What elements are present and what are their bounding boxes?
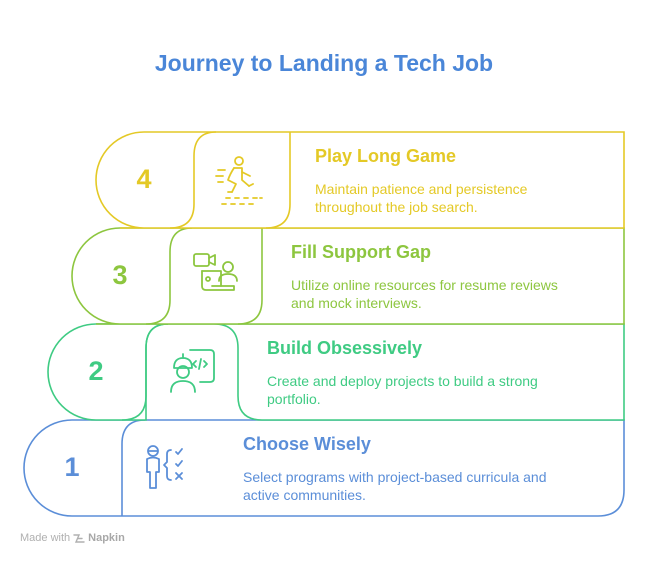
step-1-description-line-2: active communities.	[243, 487, 366, 503]
diagram-title: Journey to Landing a Tech Job	[154, 50, 494, 76]
step-3-description: Utilize online resources for resume revi…	[291, 276, 558, 312]
step-1-number: 1	[64, 452, 80, 482]
step-3-number: 3	[112, 260, 128, 290]
step-3-title: Fill Support Gap	[291, 242, 431, 262]
step-1-description: Select programs with project-based curri…	[243, 468, 546, 504]
person-checklist-icon	[146, 445, 183, 489]
step-2-shape	[47, 323, 625, 421]
step-4-description-line-2: throughout the job search.	[315, 199, 478, 215]
step-3-shape	[71, 227, 625, 325]
napkin-logo-icon	[73, 533, 85, 543]
running-person-icon	[215, 156, 263, 205]
footer-credit: Made with Napkin	[20, 532, 125, 544]
step-2-description: Create and deploy projects to build a st…	[267, 372, 538, 408]
step-4-title: Play Long Game	[315, 146, 457, 166]
footer-prefix: Made with	[20, 532, 71, 544]
video-call-laptop-icon	[193, 253, 238, 291]
step-3-description-line-1: Utilize online resources for resume revi…	[291, 277, 558, 293]
step-4-number: 4	[136, 164, 152, 194]
step-2-description-line-2: portfolio.	[267, 391, 321, 407]
step-1-description-line-1: Select programs with project-based curri…	[243, 469, 547, 485]
step-4-shape	[95, 131, 625, 229]
footer-brand: Napkin	[88, 532, 125, 544]
developer-code-icon	[170, 349, 215, 393]
step-4-description-line-1: Maintain patience and persistence	[315, 181, 528, 197]
step-4-description: Maintain patience and persistence throug…	[315, 180, 527, 216]
step-3-description-line-2: and mock interviews.	[291, 295, 422, 311]
step-1-shape	[23, 419, 625, 517]
step-2-description-line-1: Create and deploy projects to build a st…	[267, 373, 538, 389]
step-1-title: Choose Wisely	[243, 434, 371, 454]
step-2-title: Build Obsessively	[267, 338, 423, 358]
step-2-number: 2	[88, 356, 104, 386]
